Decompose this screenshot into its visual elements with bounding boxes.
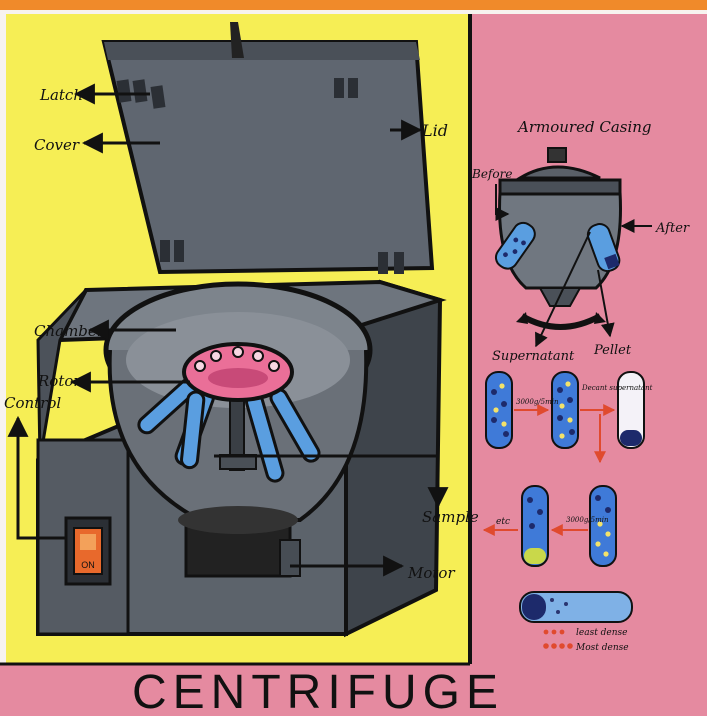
label-armoured-casing: Armoured Casing xyxy=(516,118,652,136)
pink-panel xyxy=(470,14,707,664)
label-before: Before xyxy=(471,167,512,181)
label-sample: Sample xyxy=(422,508,479,526)
label-control: Control xyxy=(4,394,61,412)
label-motor: Motor xyxy=(407,564,455,582)
label-least-dense: least dense xyxy=(576,628,628,638)
density-tube xyxy=(520,592,632,622)
switch-text: ON xyxy=(81,560,95,570)
label-after: After xyxy=(655,221,690,236)
control-switch: ON xyxy=(66,518,110,584)
label-cover: Cover xyxy=(34,136,80,154)
step1-label: 3000g/5min xyxy=(516,398,559,406)
step2-label: Decant supernatant xyxy=(581,384,653,392)
top-border xyxy=(0,0,707,10)
poster-title: CENTRIFUGE xyxy=(132,666,504,716)
label-lid: Lid xyxy=(421,121,448,140)
etc-label: etc xyxy=(496,517,510,527)
step3-label: 3000g/5min xyxy=(566,516,609,524)
lid xyxy=(104,22,432,274)
label-pellet: Pellet xyxy=(593,343,632,358)
label-most-dense: Most dense xyxy=(575,643,629,653)
label-supernatant: Supernatant xyxy=(492,349,575,364)
